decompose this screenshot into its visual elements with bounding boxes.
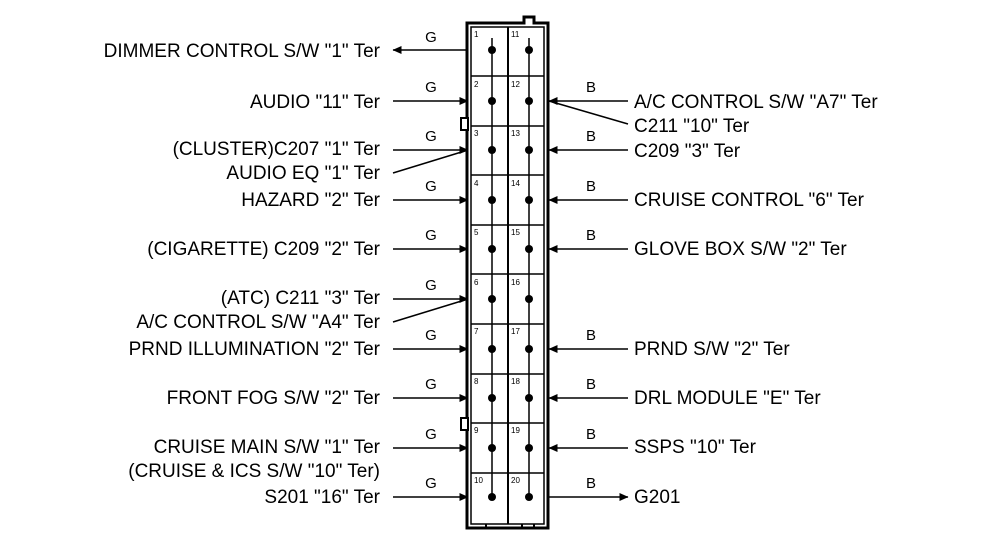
pin-2-dot bbox=[488, 97, 496, 105]
circuit-label-pin-8: FRONT FOG S/W "2" Ter bbox=[167, 388, 381, 409]
wire-color-label: B bbox=[586, 475, 596, 492]
pin-7-dot bbox=[488, 345, 496, 353]
pin-number: 6 bbox=[474, 278, 479, 287]
pin-number: 11 bbox=[511, 30, 520, 39]
circuit-label-pin-15: GLOVE BOX S/W "2" Ter bbox=[634, 239, 847, 260]
pin-number: 15 bbox=[511, 228, 520, 237]
pin-15-dot bbox=[525, 245, 533, 253]
wire-color-label: G bbox=[425, 79, 437, 96]
circuit-label-pin-14: CRUISE CONTROL "6" Ter bbox=[634, 190, 865, 211]
pin-1-dot bbox=[488, 46, 496, 54]
pin-number: 4 bbox=[474, 179, 479, 188]
wire-color-label: B bbox=[586, 327, 596, 344]
lead-pin-12-b bbox=[548, 100, 629, 125]
wire-color-label: G bbox=[425, 227, 437, 244]
pin-16-dot bbox=[525, 295, 533, 303]
pin-number: 3 bbox=[474, 129, 479, 138]
pin-number: 10 bbox=[474, 476, 483, 485]
pin-14-dot bbox=[525, 196, 533, 204]
pin-number: 2 bbox=[474, 80, 479, 89]
circuit-label-pin-18: DRL MODULE "E" Ter bbox=[634, 388, 821, 409]
circuit-label-pin-3-b: AUDIO EQ "1" Ter bbox=[226, 163, 380, 184]
circuit-label-pin-10: S201 "16" Ter bbox=[264, 487, 380, 508]
wire-color-label: B bbox=[586, 178, 596, 195]
lead-pin-3-b bbox=[392, 149, 469, 174]
pin-20-dot bbox=[525, 493, 533, 501]
circuit-label-pin-5: (CIGARETTE) C209 "2" Ter bbox=[147, 239, 380, 260]
circuit-label-pin-7: PRND ILLUMINATION "2" Ter bbox=[129, 339, 381, 360]
pin-number: 13 bbox=[511, 129, 520, 138]
pin-17-dot bbox=[525, 345, 533, 353]
pin-18-dot bbox=[525, 394, 533, 402]
right-circuit-labels: A/C CONTROL S/W "A7" Ter C211 "10" Ter C… bbox=[634, 92, 878, 508]
pin-number: 1 bbox=[474, 30, 479, 39]
circuit-label-pin-4: HAZARD "2" Ter bbox=[241, 190, 380, 211]
pin-number: 20 bbox=[511, 476, 520, 485]
circuit-label-pin-13: C209 "3" Ter bbox=[634, 141, 741, 162]
pin-9-dot bbox=[488, 444, 496, 452]
wire-color-label: B bbox=[586, 128, 596, 145]
pin-number: 8 bbox=[474, 377, 479, 386]
wire-color-label: G bbox=[425, 475, 437, 492]
pin-number: 19 bbox=[511, 426, 520, 435]
pin-number: 9 bbox=[474, 426, 479, 435]
circuit-label-pin-12-a: A/C CONTROL S/W "A7" Ter bbox=[634, 92, 878, 113]
connector-body bbox=[460, 15, 550, 530]
pin-number: 5 bbox=[474, 228, 479, 237]
wire-color-label: G bbox=[425, 426, 437, 443]
pin-3-dot bbox=[488, 146, 496, 154]
pin-4-dot bbox=[488, 196, 496, 204]
left-leads bbox=[392, 46, 469, 501]
wire-color-label: G bbox=[425, 327, 437, 344]
wire-color-label: G bbox=[425, 29, 437, 46]
circuit-label-pin-1: DIMMER CONTROL S/W "1" Ter bbox=[104, 41, 381, 62]
circuit-label-pin-2: AUDIO "11" Ter bbox=[250, 92, 381, 113]
pin-11-dot bbox=[525, 46, 533, 54]
wire-color-label: B bbox=[586, 79, 596, 96]
pin-number: 12 bbox=[511, 80, 520, 89]
pin-13-dot bbox=[525, 146, 533, 154]
circuit-label-pin-3-a: (CLUSTER)C207 "1" Ter bbox=[173, 139, 381, 160]
circuit-label-pin-19: SSPS "10" Ter bbox=[634, 437, 757, 458]
wire-color-label: B bbox=[586, 376, 596, 393]
pin-number: 7 bbox=[474, 327, 479, 336]
pin-8-dot bbox=[488, 394, 496, 402]
pin-number: 14 bbox=[511, 179, 520, 188]
circuit-label-pin-6-b: A/C CONTROL S/W "A4" Ter bbox=[136, 312, 380, 333]
pin-number: 17 bbox=[511, 327, 520, 336]
wire-color-label: G bbox=[425, 376, 437, 393]
circuit-label-pin-17: PRND S/W "2" Ter bbox=[634, 339, 790, 360]
wire-color-label: G bbox=[425, 178, 437, 195]
pin-5-dot bbox=[488, 245, 496, 253]
wire-color-label: G bbox=[425, 128, 437, 145]
pin-number: 16 bbox=[511, 278, 520, 287]
right-leads bbox=[548, 97, 629, 501]
circuit-label-pin-9-b: (CRUISE & ICS S/W "10" Ter) bbox=[128, 461, 380, 482]
lead-pin-6-b bbox=[392, 298, 469, 323]
wire-color-label: G bbox=[425, 277, 437, 294]
pin-number: 18 bbox=[511, 377, 520, 386]
pin-19-dot bbox=[525, 444, 533, 452]
circuit-label-pin-9: CRUISE MAIN S/W "1" Ter bbox=[154, 437, 381, 458]
pin-10-dot bbox=[488, 493, 496, 501]
left-circuit-labels: DIMMER CONTROL S/W "1" Ter AUDIO "11" Te… bbox=[104, 41, 381, 508]
wire-color-label: B bbox=[586, 426, 596, 443]
pin-stems bbox=[491, 38, 530, 498]
circuit-label-pin-6-a: (ATC) C211 "3" Ter bbox=[221, 288, 381, 309]
pin-6-dot bbox=[488, 295, 496, 303]
wire-color-letters: G G G G G G G G G G B B B B B B B B bbox=[425, 29, 596, 492]
circuit-label-pin-20: G201 bbox=[634, 487, 680, 508]
pin-dots bbox=[488, 46, 533, 501]
pin-numbers: 1 2 3 4 5 6 7 8 9 10 11 12 13 14 15 16 1… bbox=[474, 30, 520, 485]
wire-color-label: B bbox=[586, 227, 596, 244]
pin-12-dot bbox=[525, 97, 533, 105]
circuit-label-pin-12-b: C211 "10" Ter bbox=[634, 116, 750, 137]
